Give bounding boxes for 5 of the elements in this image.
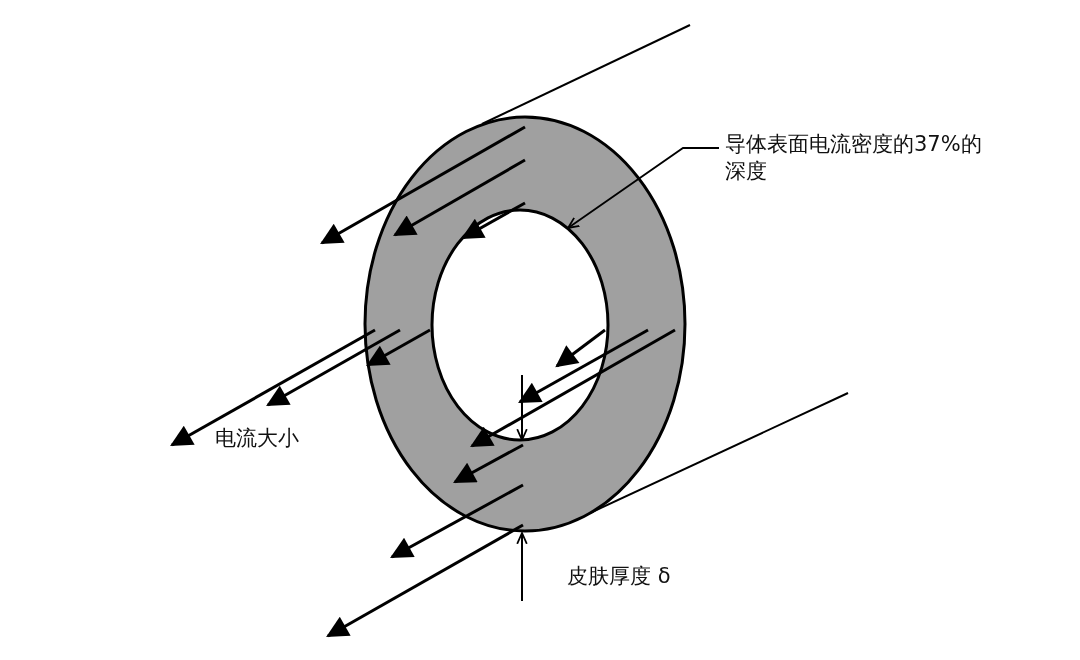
- conductor-hole: [430, 208, 610, 442]
- label-text: 电流大小: [215, 425, 299, 452]
- label-text: 皮肤厚度 δ: [567, 563, 671, 590]
- leader-line: [567, 147, 720, 229]
- callout-text: 导体表面电流密度的37%的深度: [725, 131, 983, 185]
